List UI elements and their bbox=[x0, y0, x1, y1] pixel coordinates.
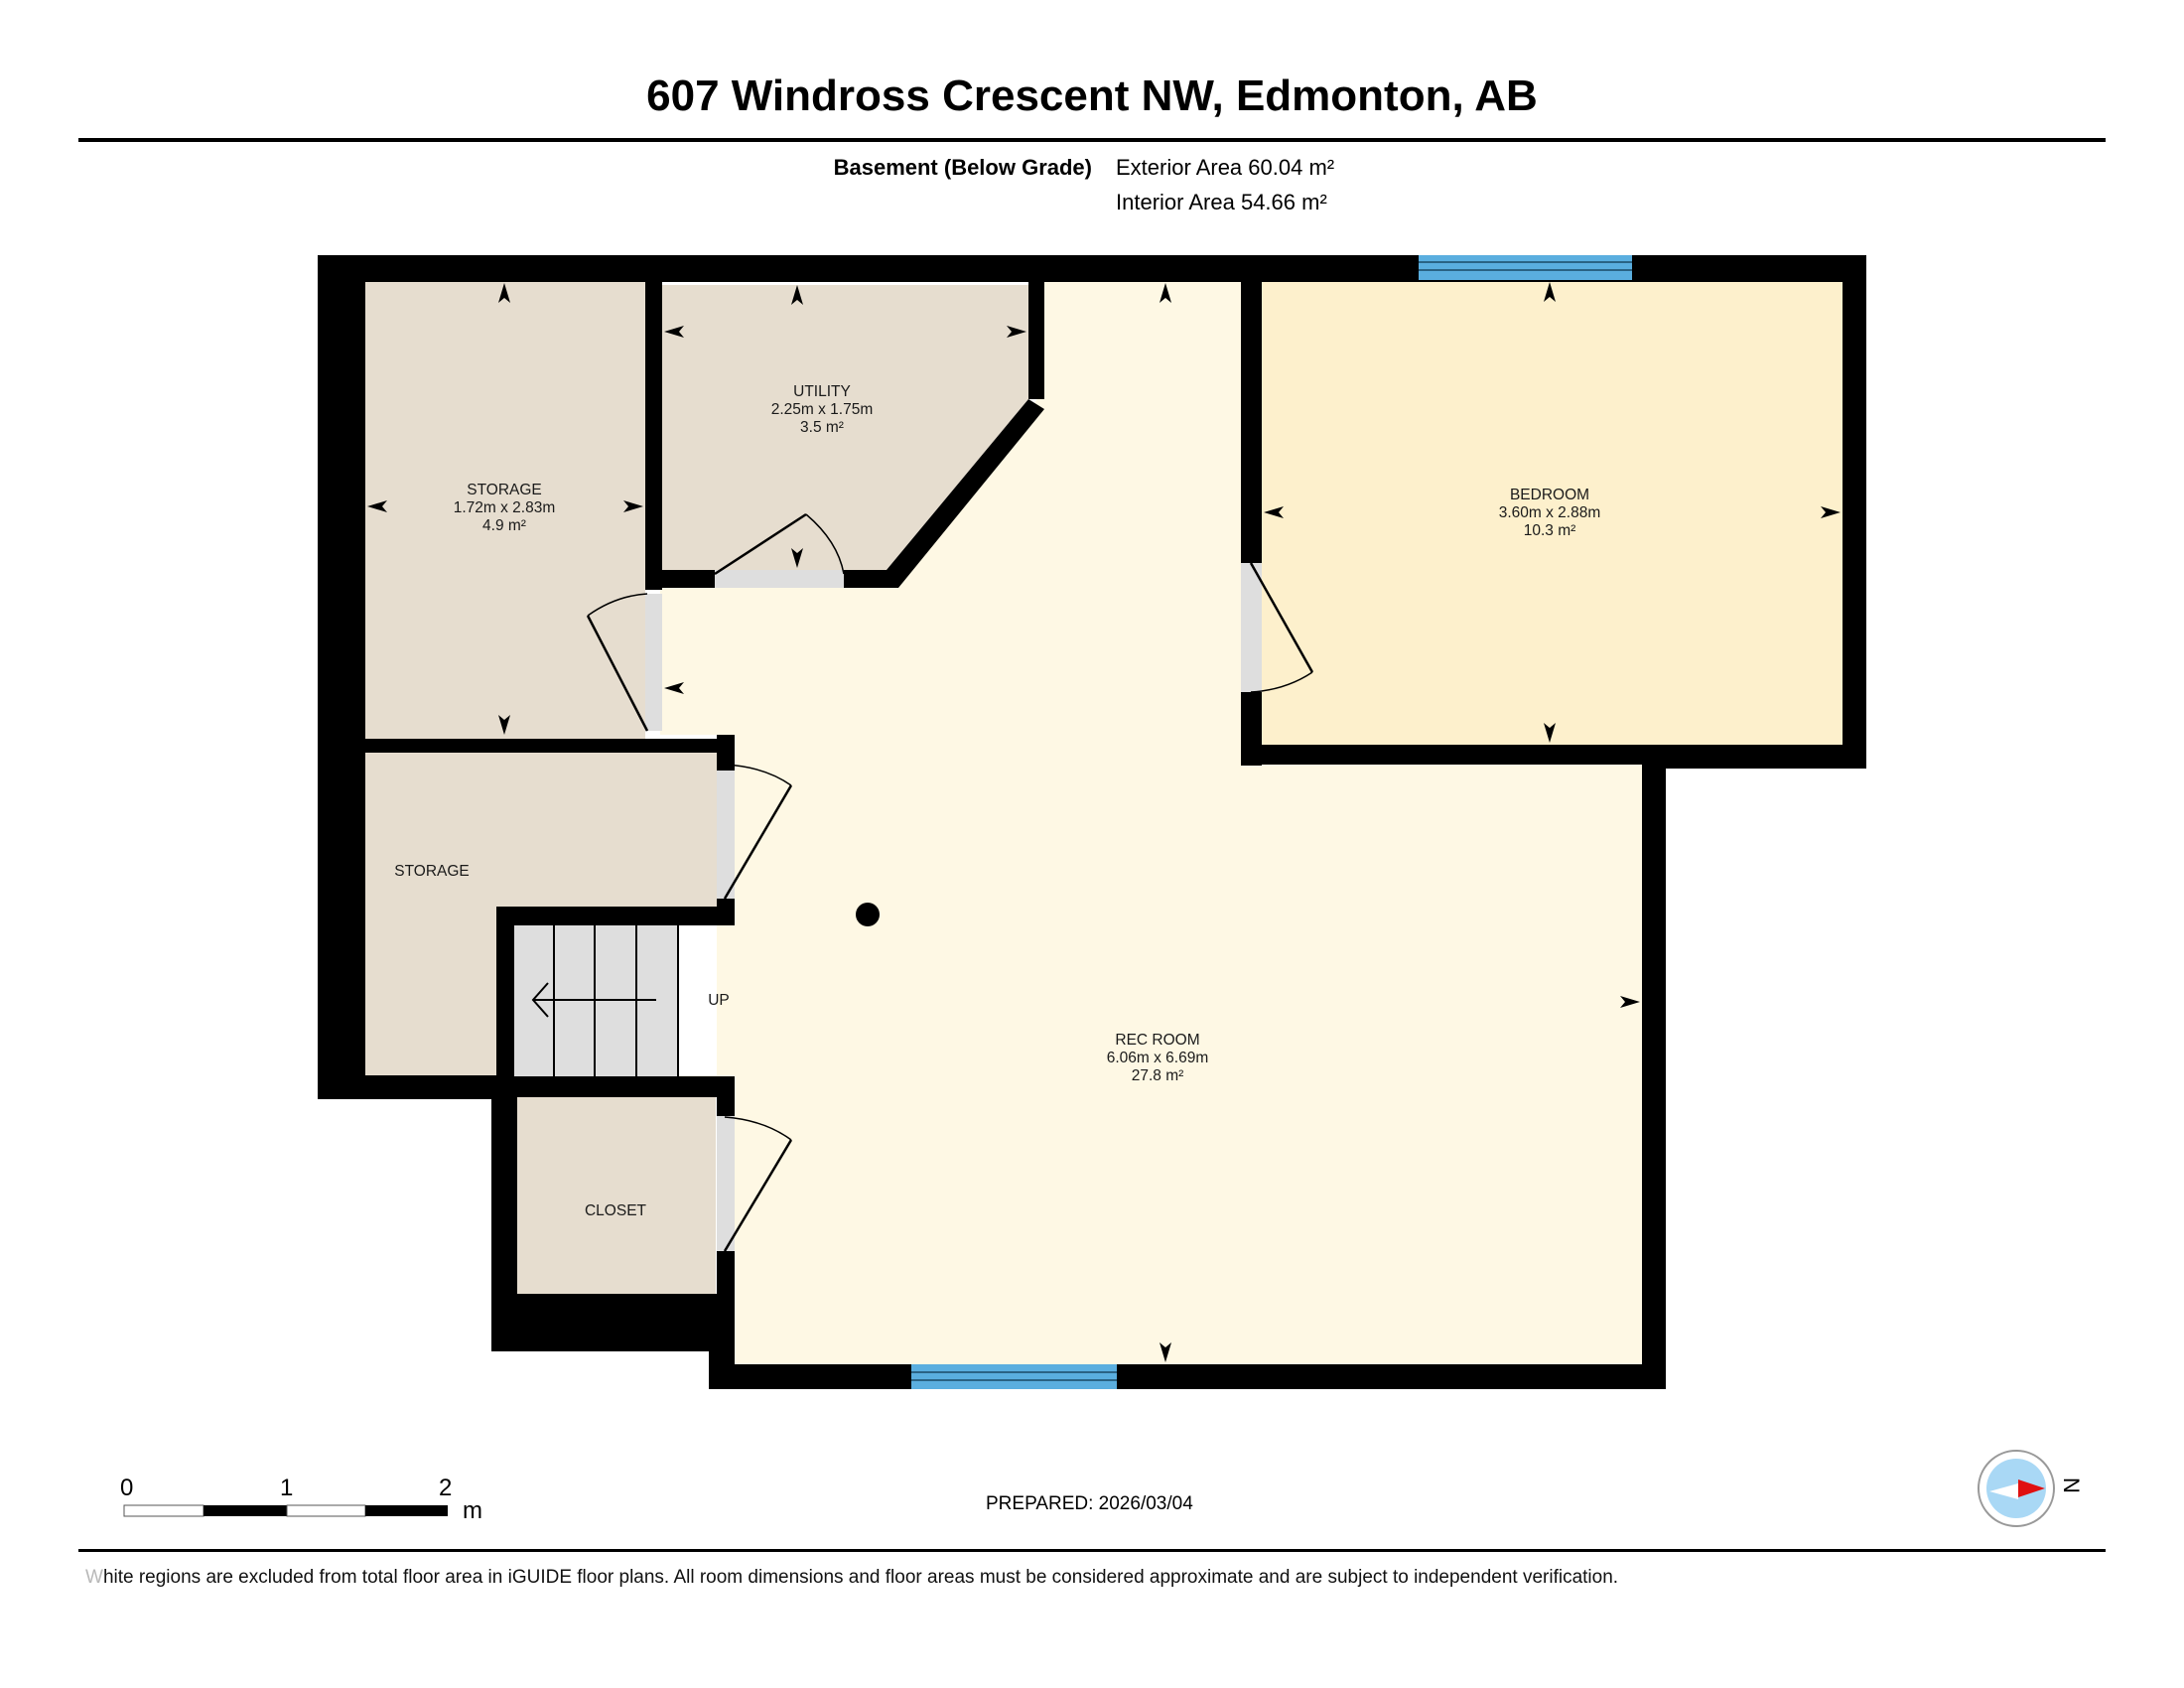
svg-text:CLOSET: CLOSET bbox=[585, 1202, 647, 1219]
room-label-storage-2: STORAGE bbox=[394, 863, 470, 880]
door-bedroom bbox=[1241, 562, 1314, 693]
svg-text:6.06m x 6.69m: 6.06m x 6.69m bbox=[1107, 1050, 1209, 1066]
svg-text:3.60m x 2.88m: 3.60m x 2.88m bbox=[1499, 504, 1601, 521]
compass-icon bbox=[1978, 1450, 2055, 1527]
column-post bbox=[856, 903, 880, 926]
bottom-divider bbox=[78, 1549, 2106, 1552]
storage-2-floor bbox=[342, 753, 718, 1075]
svg-text:REC ROOM: REC ROOM bbox=[1115, 1032, 1199, 1049]
bedroom-floor bbox=[1262, 281, 1843, 745]
svg-text:10.3 m²: 10.3 m² bbox=[1524, 522, 1576, 539]
svg-text:2.25m x 1.75m: 2.25m x 1.75m bbox=[771, 401, 874, 418]
room-label-utility: UTILITY 2.25m x 1.75m 3.5 m² bbox=[771, 383, 874, 436]
interior-area: Interior Area 54.66 m² bbox=[1116, 190, 1327, 214]
room-label-closet: CLOSET bbox=[585, 1202, 647, 1219]
room-label-bedroom: BEDROOM 3.60m x 2.88m 10.3 m² bbox=[1499, 487, 1601, 539]
scale-tick-0: 0 bbox=[120, 1475, 134, 1501]
svg-text:1.72m x 2.83m: 1.72m x 2.83m bbox=[454, 499, 556, 516]
dimension-arrows bbox=[367, 282, 1841, 1362]
top-divider bbox=[78, 138, 2106, 142]
storage-1-floor bbox=[365, 280, 645, 739]
compass-north-label: N bbox=[2058, 1477, 2084, 1493]
rec-room-floor bbox=[660, 281, 1654, 1364]
floor-label: Basement (Below Grade) bbox=[833, 155, 1092, 180]
svg-text:4.9 m²: 4.9 m² bbox=[482, 517, 526, 534]
room-label-rec-room: REC ROOM 6.06m x 6.69m 27.8 m² bbox=[1107, 1032, 1209, 1084]
disclaimer-text: hite regions are excluded from total flo… bbox=[102, 1567, 1619, 1588]
property-address-title: 607 Windross Crescent NW, Edmonton, AB bbox=[646, 71, 1538, 120]
stair-treads bbox=[533, 925, 679, 1076]
utility-floor bbox=[662, 285, 1028, 570]
disclaimer-first-letter: W bbox=[85, 1567, 103, 1588]
scale-unit: m bbox=[463, 1497, 482, 1524]
disclaimer: White regions are excluded from total fl… bbox=[85, 1567, 1618, 1589]
prepared-date: PREPARED: 2026/03/04 bbox=[986, 1493, 1193, 1514]
door-storage-2 bbox=[717, 764, 793, 900]
svg-text:UTILITY: UTILITY bbox=[793, 383, 851, 400]
walls bbox=[318, 255, 1866, 1389]
room-label-storage-1: STORAGE 1.72m x 2.83m 4.9 m² bbox=[454, 482, 556, 534]
exterior-area: Exterior Area 60.04 m² bbox=[1116, 155, 1335, 180]
svg-text:STORAGE: STORAGE bbox=[467, 482, 542, 498]
window-bedroom bbox=[1419, 255, 1632, 280]
svg-text:BEDROOM: BEDROOM bbox=[1510, 487, 1589, 503]
window-rec-room bbox=[911, 1364, 1117, 1389]
svg-text:STORAGE: STORAGE bbox=[394, 863, 470, 880]
door-storage-1 bbox=[586, 593, 662, 732]
stairs-up-label: UP bbox=[708, 992, 730, 1009]
stair-arrow-icon bbox=[531, 982, 549, 1018]
svg-text:27.8 m²: 27.8 m² bbox=[1132, 1067, 1184, 1084]
door-closet bbox=[717, 1116, 793, 1252]
door-utility bbox=[714, 512, 845, 588]
scale-tick-2: 2 bbox=[439, 1475, 453, 1501]
svg-text:3.5 m²: 3.5 m² bbox=[800, 419, 844, 436]
closet-floor bbox=[517, 1097, 716, 1294]
scale-bar bbox=[123, 1504, 448, 1517]
scale-tick-1: 1 bbox=[280, 1475, 294, 1501]
